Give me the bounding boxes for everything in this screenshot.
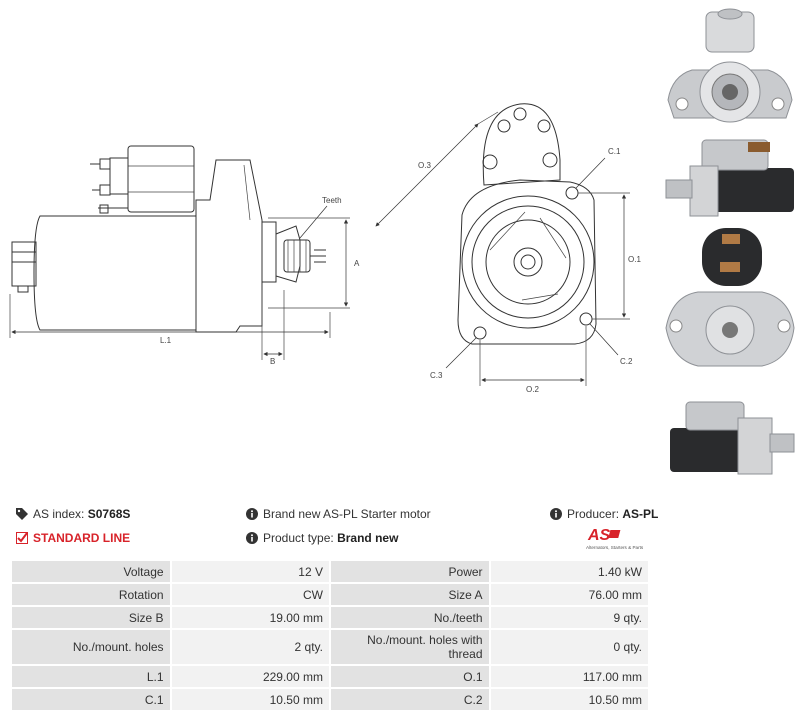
side-view: Teeth A B L.1 xyxy=(9,145,360,366)
photo-rear[interactable] xyxy=(662,226,798,386)
teeth-label: Teeth xyxy=(322,196,342,205)
tag-icon xyxy=(16,508,28,520)
logo-tagline: Alternators, Starters & Parts xyxy=(586,545,644,550)
spec-key: Size B xyxy=(12,607,170,628)
spec-value: 12 V xyxy=(171,561,329,582)
photo-side[interactable] xyxy=(662,132,798,222)
producer-label: Producer: xyxy=(567,507,620,521)
standard-line-label: STANDARD LINE xyxy=(33,531,131,545)
spec-value: 1.40 kW xyxy=(490,561,648,582)
l1-label: L.1 xyxy=(160,336,172,345)
spec-value: 229.00 mm xyxy=(171,666,329,687)
size-b-label: B xyxy=(270,357,275,366)
info-icon xyxy=(550,508,562,520)
spec-key: L.1 xyxy=(12,666,170,687)
description-text: Brand new AS-PL Starter motor xyxy=(263,507,431,521)
checkbox-check-icon xyxy=(16,532,28,544)
size-a-label: A xyxy=(354,259,360,268)
brand-logo: AS Alternators, Starters & Parts xyxy=(586,524,652,552)
logo-text: AS xyxy=(587,527,611,544)
spec-key: Voltage xyxy=(12,561,170,582)
o2-label: O.2 xyxy=(526,385,539,394)
product-type: Product type: Brand new xyxy=(246,531,398,545)
spec-value: CW xyxy=(171,584,329,605)
spec-value: 0 qty. xyxy=(490,630,648,664)
spec-key: O.1 xyxy=(330,666,489,687)
product-type-value: Brand new xyxy=(337,531,399,545)
spec-key: C.2 xyxy=(330,689,489,710)
spec-key: No./teeth xyxy=(330,607,489,628)
spec-key: Size A xyxy=(330,584,489,605)
as-index-label: AS index: xyxy=(33,507,85,521)
as-index-value: S0768S xyxy=(87,507,131,521)
producer: Producer: AS-PL xyxy=(550,507,658,521)
as-index: AS index: S0768S xyxy=(16,507,130,521)
product-type-label: Product type: xyxy=(263,531,334,545)
spec-value: 76.00 mm xyxy=(490,584,648,605)
info-icon xyxy=(246,532,258,544)
spec-key: No./mount. holes with thread xyxy=(330,630,489,664)
spec-value: 117.00 mm xyxy=(490,666,648,687)
front-view: O.3 O.1 O.2 C.1 C.2 C.3 xyxy=(375,103,641,394)
description: Brand new AS-PL Starter motor xyxy=(246,507,431,521)
spec-value: 19.00 mm xyxy=(171,607,329,628)
photo-angle[interactable] xyxy=(662,394,798,478)
spec-key: C.1 xyxy=(12,689,170,710)
producer-value: AS-PL xyxy=(622,507,659,521)
standard-line: STANDARD LINE xyxy=(16,531,130,545)
spec-key: Rotation xyxy=(12,584,170,605)
spec-value: 10.50 mm xyxy=(490,689,648,710)
c3-label: C.3 xyxy=(430,371,443,380)
spec-value: 10.50 mm xyxy=(171,689,329,710)
info-icon xyxy=(246,508,258,520)
spec-key: No./mount. holes xyxy=(12,630,170,664)
technical-drawing: Teeth A B L.1 O.3 xyxy=(9,103,641,394)
o3-label: O.3 xyxy=(418,161,431,170)
spec-value: 2 qty. xyxy=(171,630,329,664)
spec-value: 9 qty. xyxy=(490,607,648,628)
spec-key: Power xyxy=(330,561,489,582)
c2-label: C.2 xyxy=(620,357,633,366)
c1-label: C.1 xyxy=(608,147,621,156)
o1-label: O.1 xyxy=(628,255,641,264)
photo-front[interactable] xyxy=(662,4,798,126)
